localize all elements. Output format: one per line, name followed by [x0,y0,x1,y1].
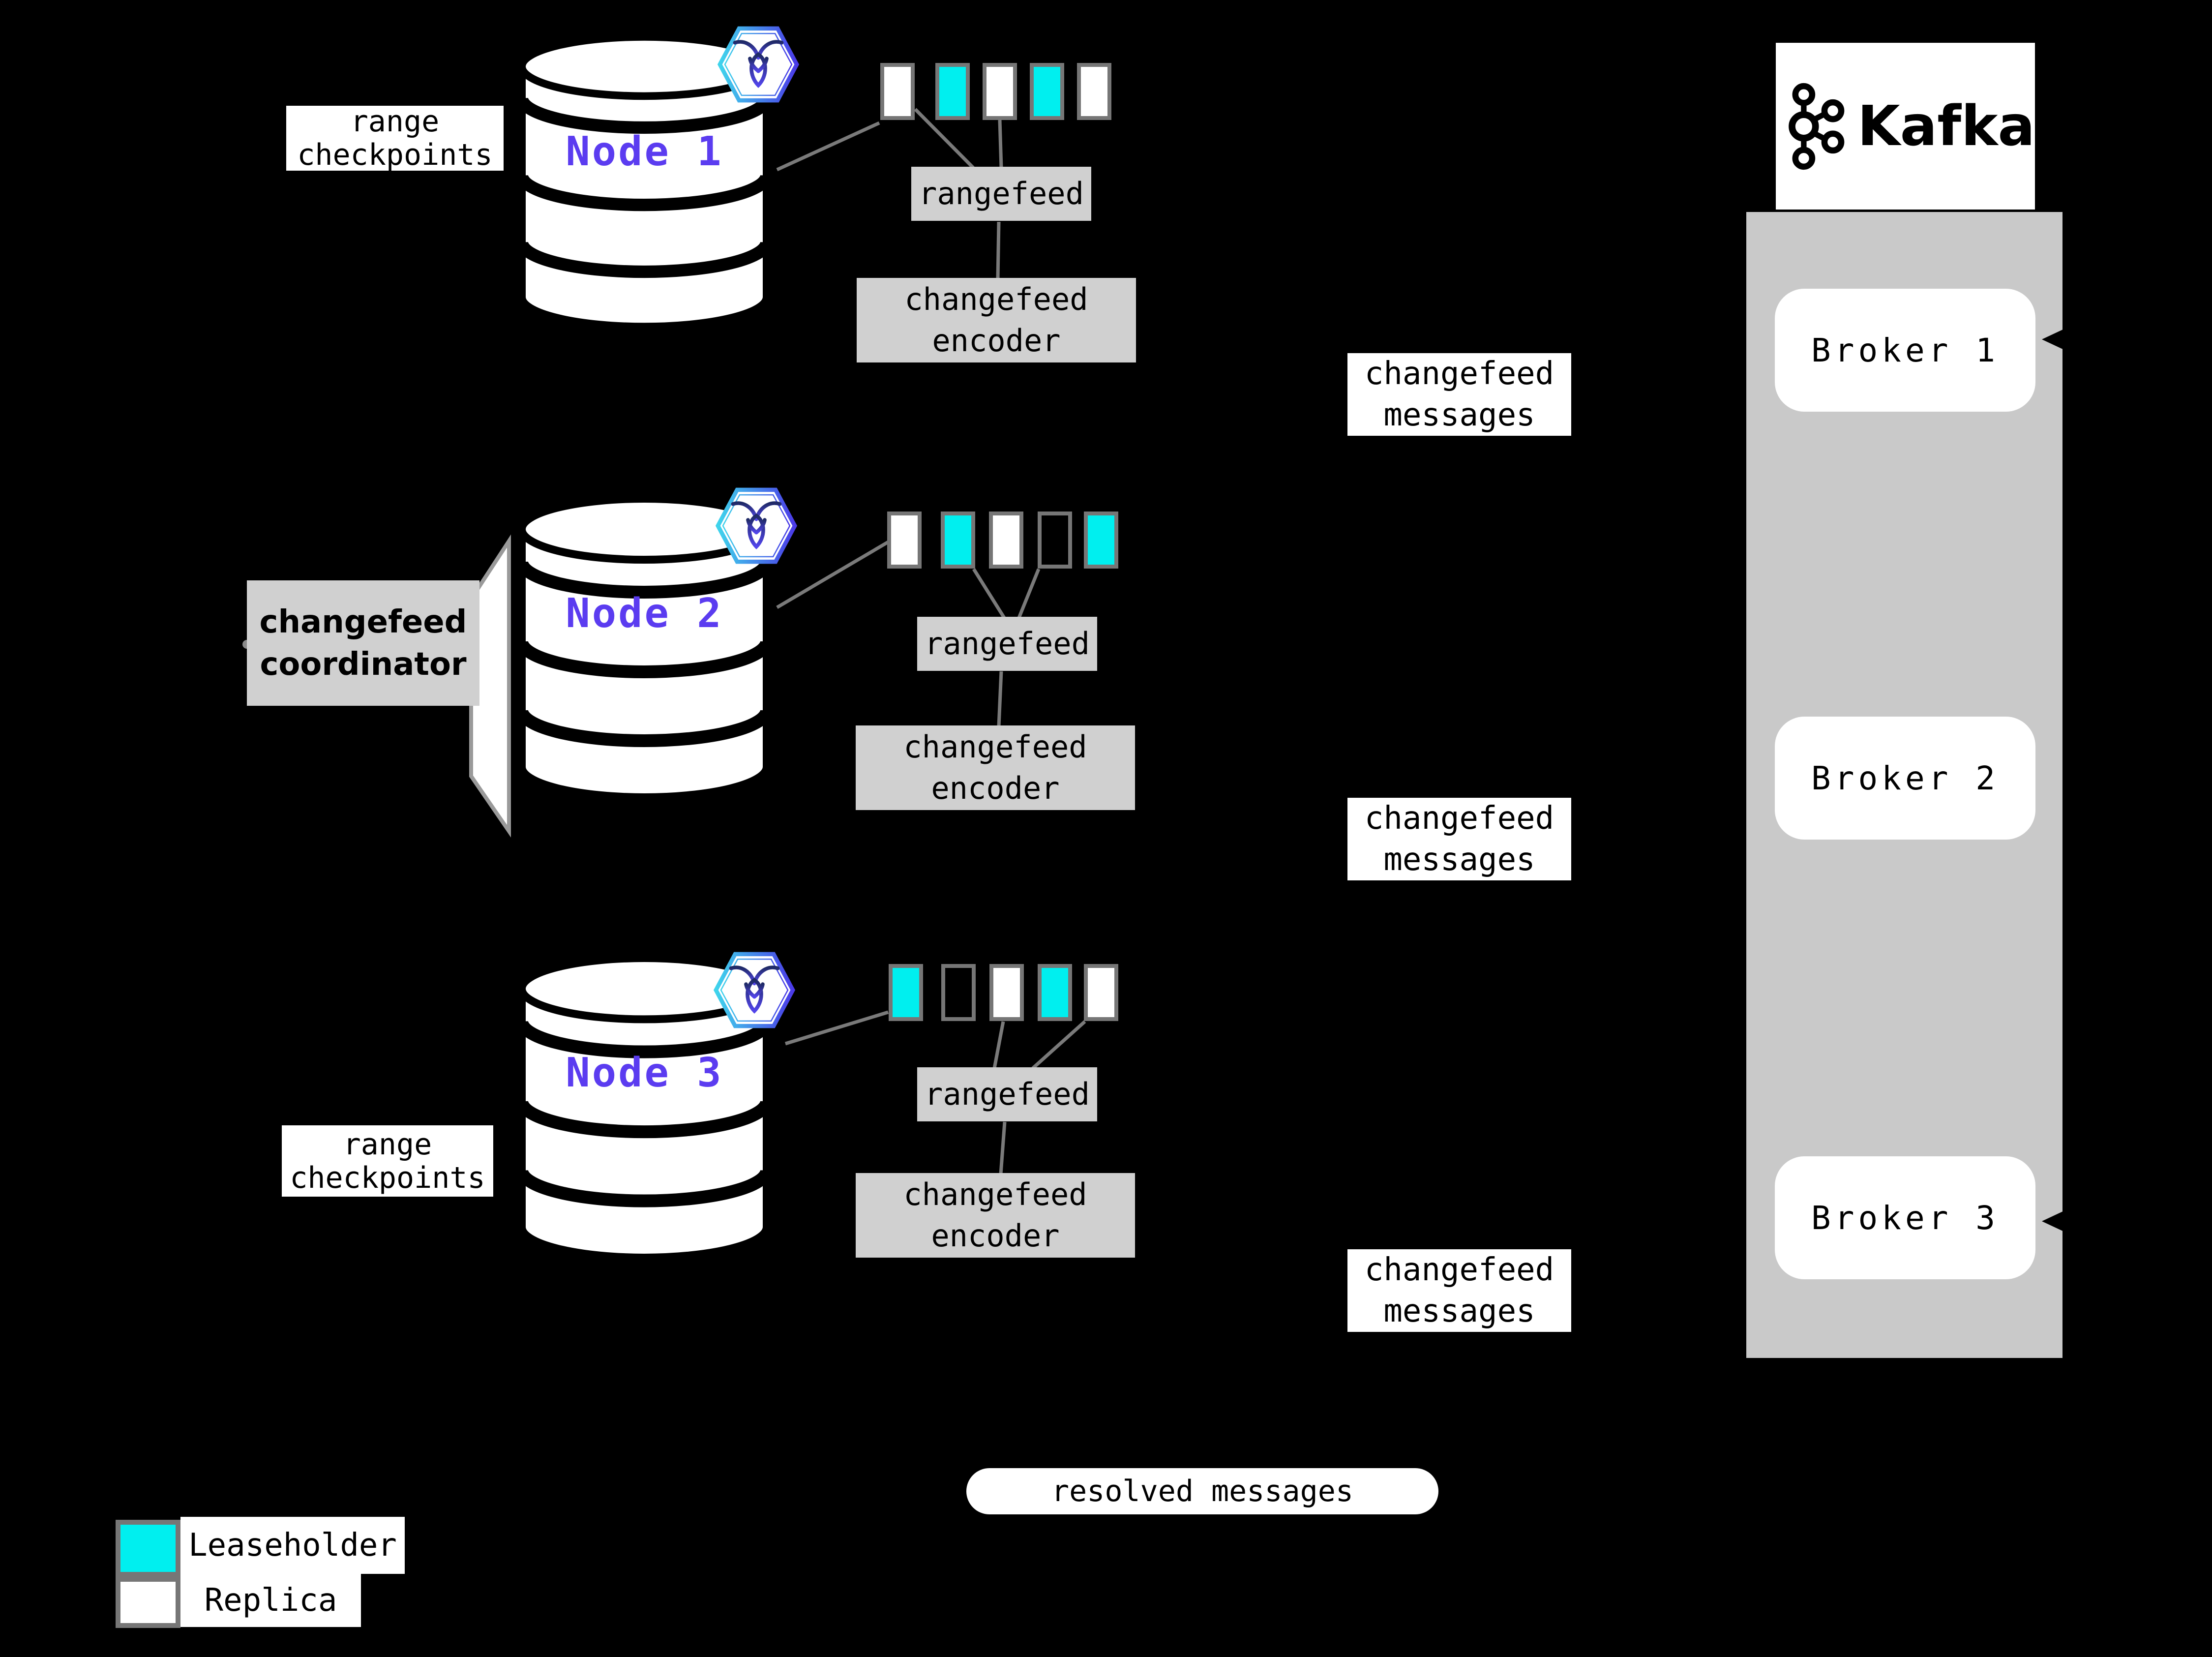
changefeed-coordinator-box: changefeed coordinator [247,580,479,706]
broker-label: Broker 3 [1811,1199,1999,1237]
rangefeed-box: rangefeed [917,617,1097,671]
range-square [1038,964,1072,1021]
coordinator-flag-icon [469,534,511,838]
kafka-wordmark: Kafka [1857,94,2035,158]
changefeed-messages-label: changefeed messages [1347,798,1571,880]
node-name: Node 2 [566,590,723,637]
kafka-logo-box: Kafka [1776,43,2035,210]
range-square [1084,512,1118,569]
resolved-messages-pill: resolved messages [966,1468,1438,1514]
range-checkpoints-label-bottom: range checkpoints [282,1125,493,1197]
range-square [935,63,970,120]
kafka-broker-2: Broker 2 [1775,717,2035,840]
range-square [941,512,975,569]
range-square [1038,512,1072,569]
node-name: Node 1 [566,128,723,175]
node-name: Node 3 [566,1049,723,1096]
range-checkpoints-label-top: range checkpoints [286,106,504,171]
rangefeed-box: rangefeed [917,1067,1097,1121]
changefeed-messages-label: changefeed messages [1347,1249,1571,1332]
changefeed-encoder-box: changefeed encoder [856,725,1135,810]
range-square [1077,63,1111,120]
range-square [1030,63,1064,120]
broker-label: Broker 1 [1811,331,1999,369]
range-square [983,63,1017,120]
range-square [889,964,923,1021]
legend-leaseholder-label: Leaseholder [180,1517,405,1574]
kafka-broker-3: Broker 3 [1775,1156,2035,1279]
arrowhead-icon [2042,325,2073,354]
changefeed-encoder-box: changefeed encoder [857,278,1136,362]
arrowhead-icon [2042,1206,2073,1236]
range-square [880,63,915,120]
range-square [989,964,1024,1021]
range-square [1084,964,1118,1021]
changefeed-encoder-box: changefeed encoder [856,1173,1135,1258]
kafka-broker-1: Broker 1 [1775,289,2035,412]
legend-leaseholder-swatch [116,1520,180,1577]
range-square [941,964,976,1021]
range-square [887,512,922,569]
rangefeed-box: rangefeed [911,167,1091,221]
legend-replica-swatch [116,1577,180,1628]
changefeed-messages-label: changefeed messages [1347,353,1571,436]
legend-replica-label: Replica [180,1574,361,1627]
range-square [989,512,1023,569]
broker-label: Broker 2 [1811,759,1999,797]
